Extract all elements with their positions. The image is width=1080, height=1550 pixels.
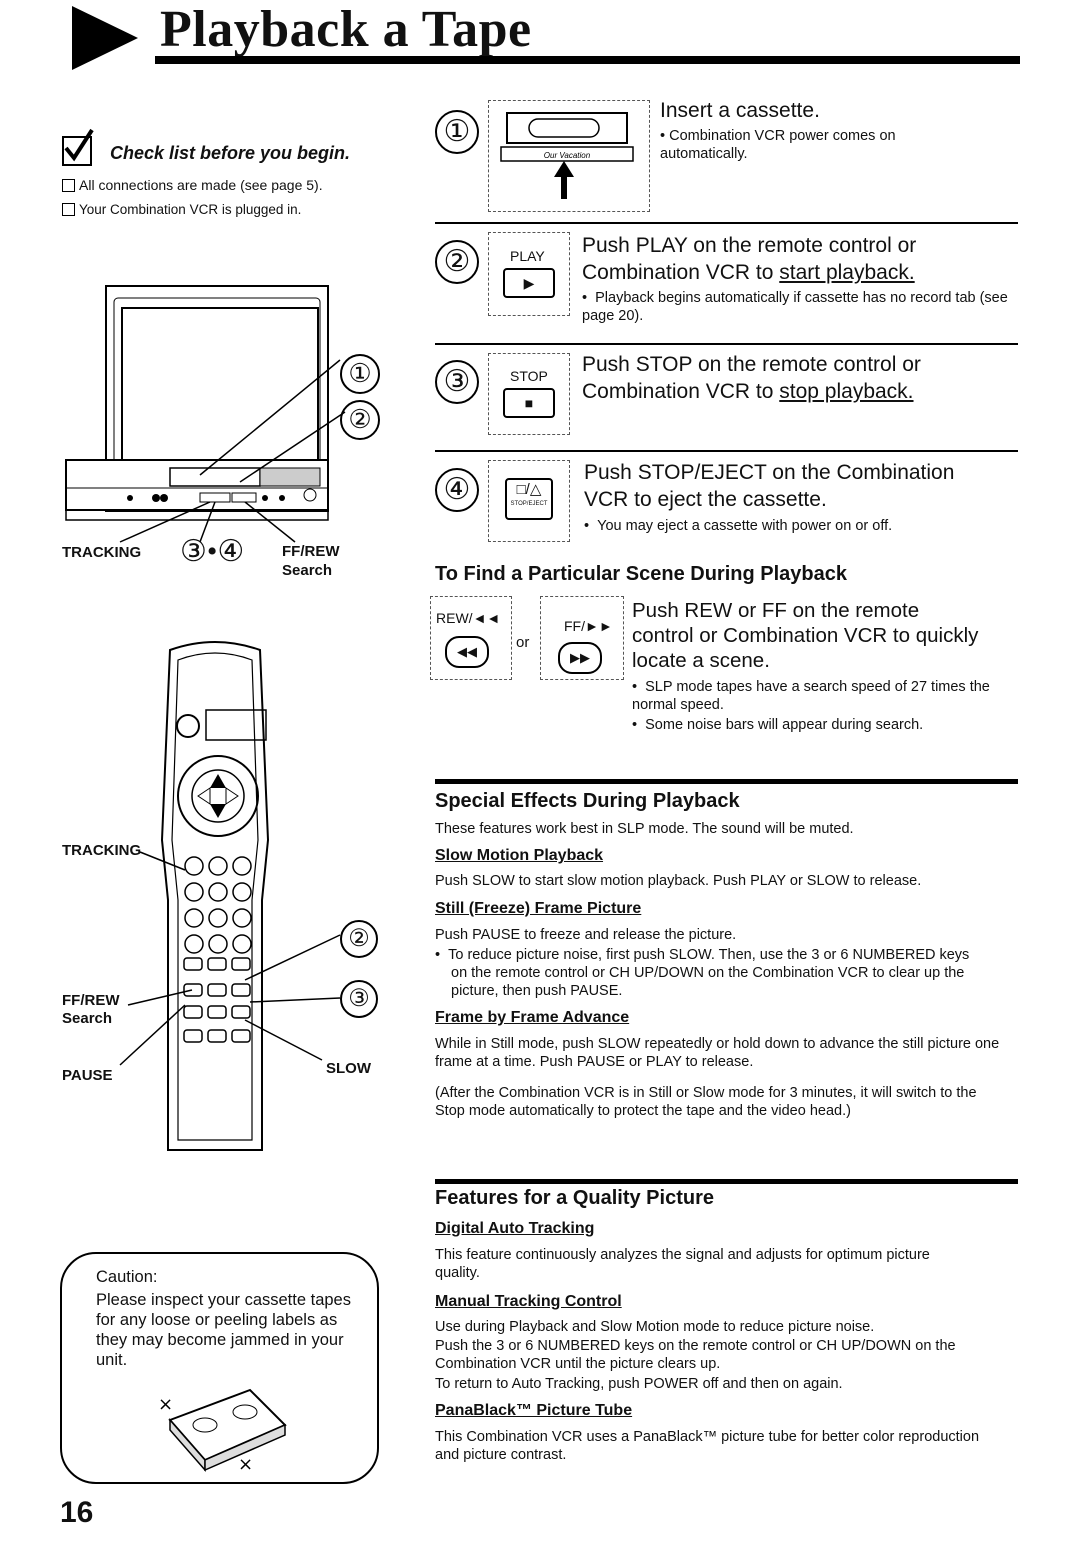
step-2-heading-b: Combination VCR to start playback. [582, 261, 915, 284]
mtc-text-3: To return to Auto Tracking, push POWER o… [435, 1376, 843, 1392]
panablack-text: This Combination VCR uses a PanaBlack™ p… [435, 1429, 980, 1463]
still-frame-title: Still (Freeze) Frame Picture [435, 900, 642, 917]
step-1-bullet: • Combination VCR power comes on automat… [660, 128, 896, 162]
divider [435, 343, 1018, 345]
ff-button-box [540, 596, 624, 680]
rewind-icon: ◀◀ [445, 636, 489, 668]
section-bar [435, 779, 1018, 784]
step-4-number: ④ [435, 468, 479, 512]
title-rule [155, 56, 1020, 64]
tv-ffrew-label: FF/REW [282, 543, 340, 560]
tv-vcr-illustration [65, 285, 346, 543]
eject-icon: □/△STOP/EJECT [505, 478, 553, 520]
checklist-item: All connections are made (see page 5). [62, 177, 323, 193]
stop-button-label: STOP [510, 368, 548, 384]
step-3-heading-b: Combination VCR to stop playback. [582, 380, 914, 403]
step-4-bullet: • You may eject a cassette with power on… [584, 518, 893, 534]
step-2-heading-a: Push PLAY on the remote control or [582, 234, 917, 257]
mtc-text-1: Use during Playback and Slow Motion mode… [435, 1319, 875, 1335]
step-2-number: ② [435, 240, 479, 284]
frame-advance-text: While in Still mode, push SLOW repeatedl… [435, 1036, 1000, 1070]
remote-slow-label: SLOW [326, 1060, 371, 1077]
remote-pause-label: PAUSE [62, 1067, 113, 1084]
step-3-heading-a: Push STOP on the remote control or [582, 353, 921, 376]
step-3-number: ③ [435, 360, 479, 404]
checkmark-icon [62, 128, 94, 166]
find-scene-title: To Find a Particular Scene During Playba… [435, 563, 847, 585]
ff-label: FF/►► [564, 618, 613, 634]
cassette-insert-icon: Our Vacation [500, 112, 634, 199]
play-button-box [488, 232, 570, 316]
remote-step-2-marker: ② [340, 920, 378, 958]
stop-icon: ■ [503, 388, 555, 418]
mtc-text-2: Push the 3 or 6 NUMBERED keys on the rem… [435, 1338, 956, 1372]
step-1-marker: ① [340, 354, 380, 394]
remote-search-label: Search [62, 1010, 113, 1027]
cassette-insert-box: Our Vacation [488, 100, 650, 212]
page-title: Playback a Tape [160, 1, 532, 58]
svg-text:×: × [238, 1454, 253, 1475]
page-number: 16 [60, 1496, 94, 1529]
still-frame-bullet: • To reduce picture noise, first push SL… [435, 947, 970, 999]
still-slow-note: (After the Combination VCR is in Still o… [435, 1085, 977, 1119]
step-1-number: ① [435, 110, 479, 154]
remote-tracking-label: TRACKING [62, 842, 142, 859]
quality-title: Features for a Quality Picture [435, 1187, 714, 1209]
frame-advance-title: Frame by Frame Advance [435, 1009, 630, 1026]
step-2-marker: ② [340, 400, 380, 440]
checklist-item: Your Combination VCR is plugged in. [62, 202, 301, 217]
step-1-heading: Insert a cassette. [660, 99, 820, 122]
caution-text: Please inspect your cassette tapes for a… [96, 1291, 351, 1369]
find-scene-text: Push REW or FF on the remote control or … [632, 599, 979, 672]
caution-box [60, 1252, 379, 1484]
step-2-bullet: • Playback begins automatically if casse… [582, 290, 1008, 324]
tv-step-3-4-marker: ③•④ [180, 535, 245, 568]
remote-leader-lines [119, 851, 341, 1066]
special-effects-title: Special Effects During Playback [435, 790, 740, 812]
cassette-label: Our Vacation [544, 151, 591, 160]
divider [435, 222, 1018, 224]
ff-icon: ►► [585, 618, 613, 634]
rew-label: REW/◄◄ [436, 610, 501, 626]
play-icon: ▶ [503, 268, 555, 298]
dat-text: This feature continuously analyzes the s… [435, 1247, 930, 1281]
title-arrow-icon [72, 6, 138, 70]
caution-heading: Caution: [96, 1268, 158, 1286]
tv-tracking-label: TRACKING [62, 544, 142, 561]
rew-icon: ◄◄ [472, 610, 501, 626]
still-frame-text: Push PAUSE to freeze and release the pic… [435, 927, 737, 943]
checkbox-icon [62, 203, 75, 216]
section-bar [435, 1179, 1018, 1184]
eject-button-box [488, 460, 570, 542]
mtc-title: Manual Tracking Control [435, 1293, 622, 1310]
find-scene-bullet: • Some noise bars will appear during sea… [632, 717, 924, 733]
remote-ffrew-label: FF/REW [62, 992, 120, 1009]
remote-control-illustration [160, 641, 270, 1151]
fast-forward-icon: ▶▶ [558, 642, 602, 674]
rew-button-box [430, 596, 512, 680]
dat-title: Digital Auto Tracking [435, 1220, 595, 1237]
step-4-heading-a: Push STOP/EJECT on the Combination [584, 461, 955, 484]
tv-search-label: Search [282, 562, 333, 579]
cassette-illustration: × × [158, 1388, 287, 1475]
stop-button-box [488, 353, 570, 435]
special-effects-intro: These features work best in SLP mode. Th… [435, 821, 854, 837]
step-4-heading-b: VCR to eject the cassette. [584, 488, 827, 511]
slow-motion-text: Push SLOW to start slow motion playback.… [435, 873, 922, 889]
or-label: or [516, 634, 530, 651]
divider [435, 450, 1018, 452]
remote-step-3-marker: ③ [340, 980, 378, 1018]
svg-text:×: × [158, 1394, 173, 1415]
slow-motion-title: Slow Motion Playback [435, 847, 604, 864]
panablack-title: PanaBlack™ Picture Tube [435, 1402, 633, 1419]
checklist-title: Check list before you begin. [110, 143, 351, 163]
play-button-label: PLAY [510, 248, 545, 264]
find-scene-bullet: • SLP mode tapes have a search speed of … [632, 679, 990, 713]
checkbox-icon [62, 178, 75, 192]
stop-eject-label: STOP/EJECT [510, 501, 548, 507]
